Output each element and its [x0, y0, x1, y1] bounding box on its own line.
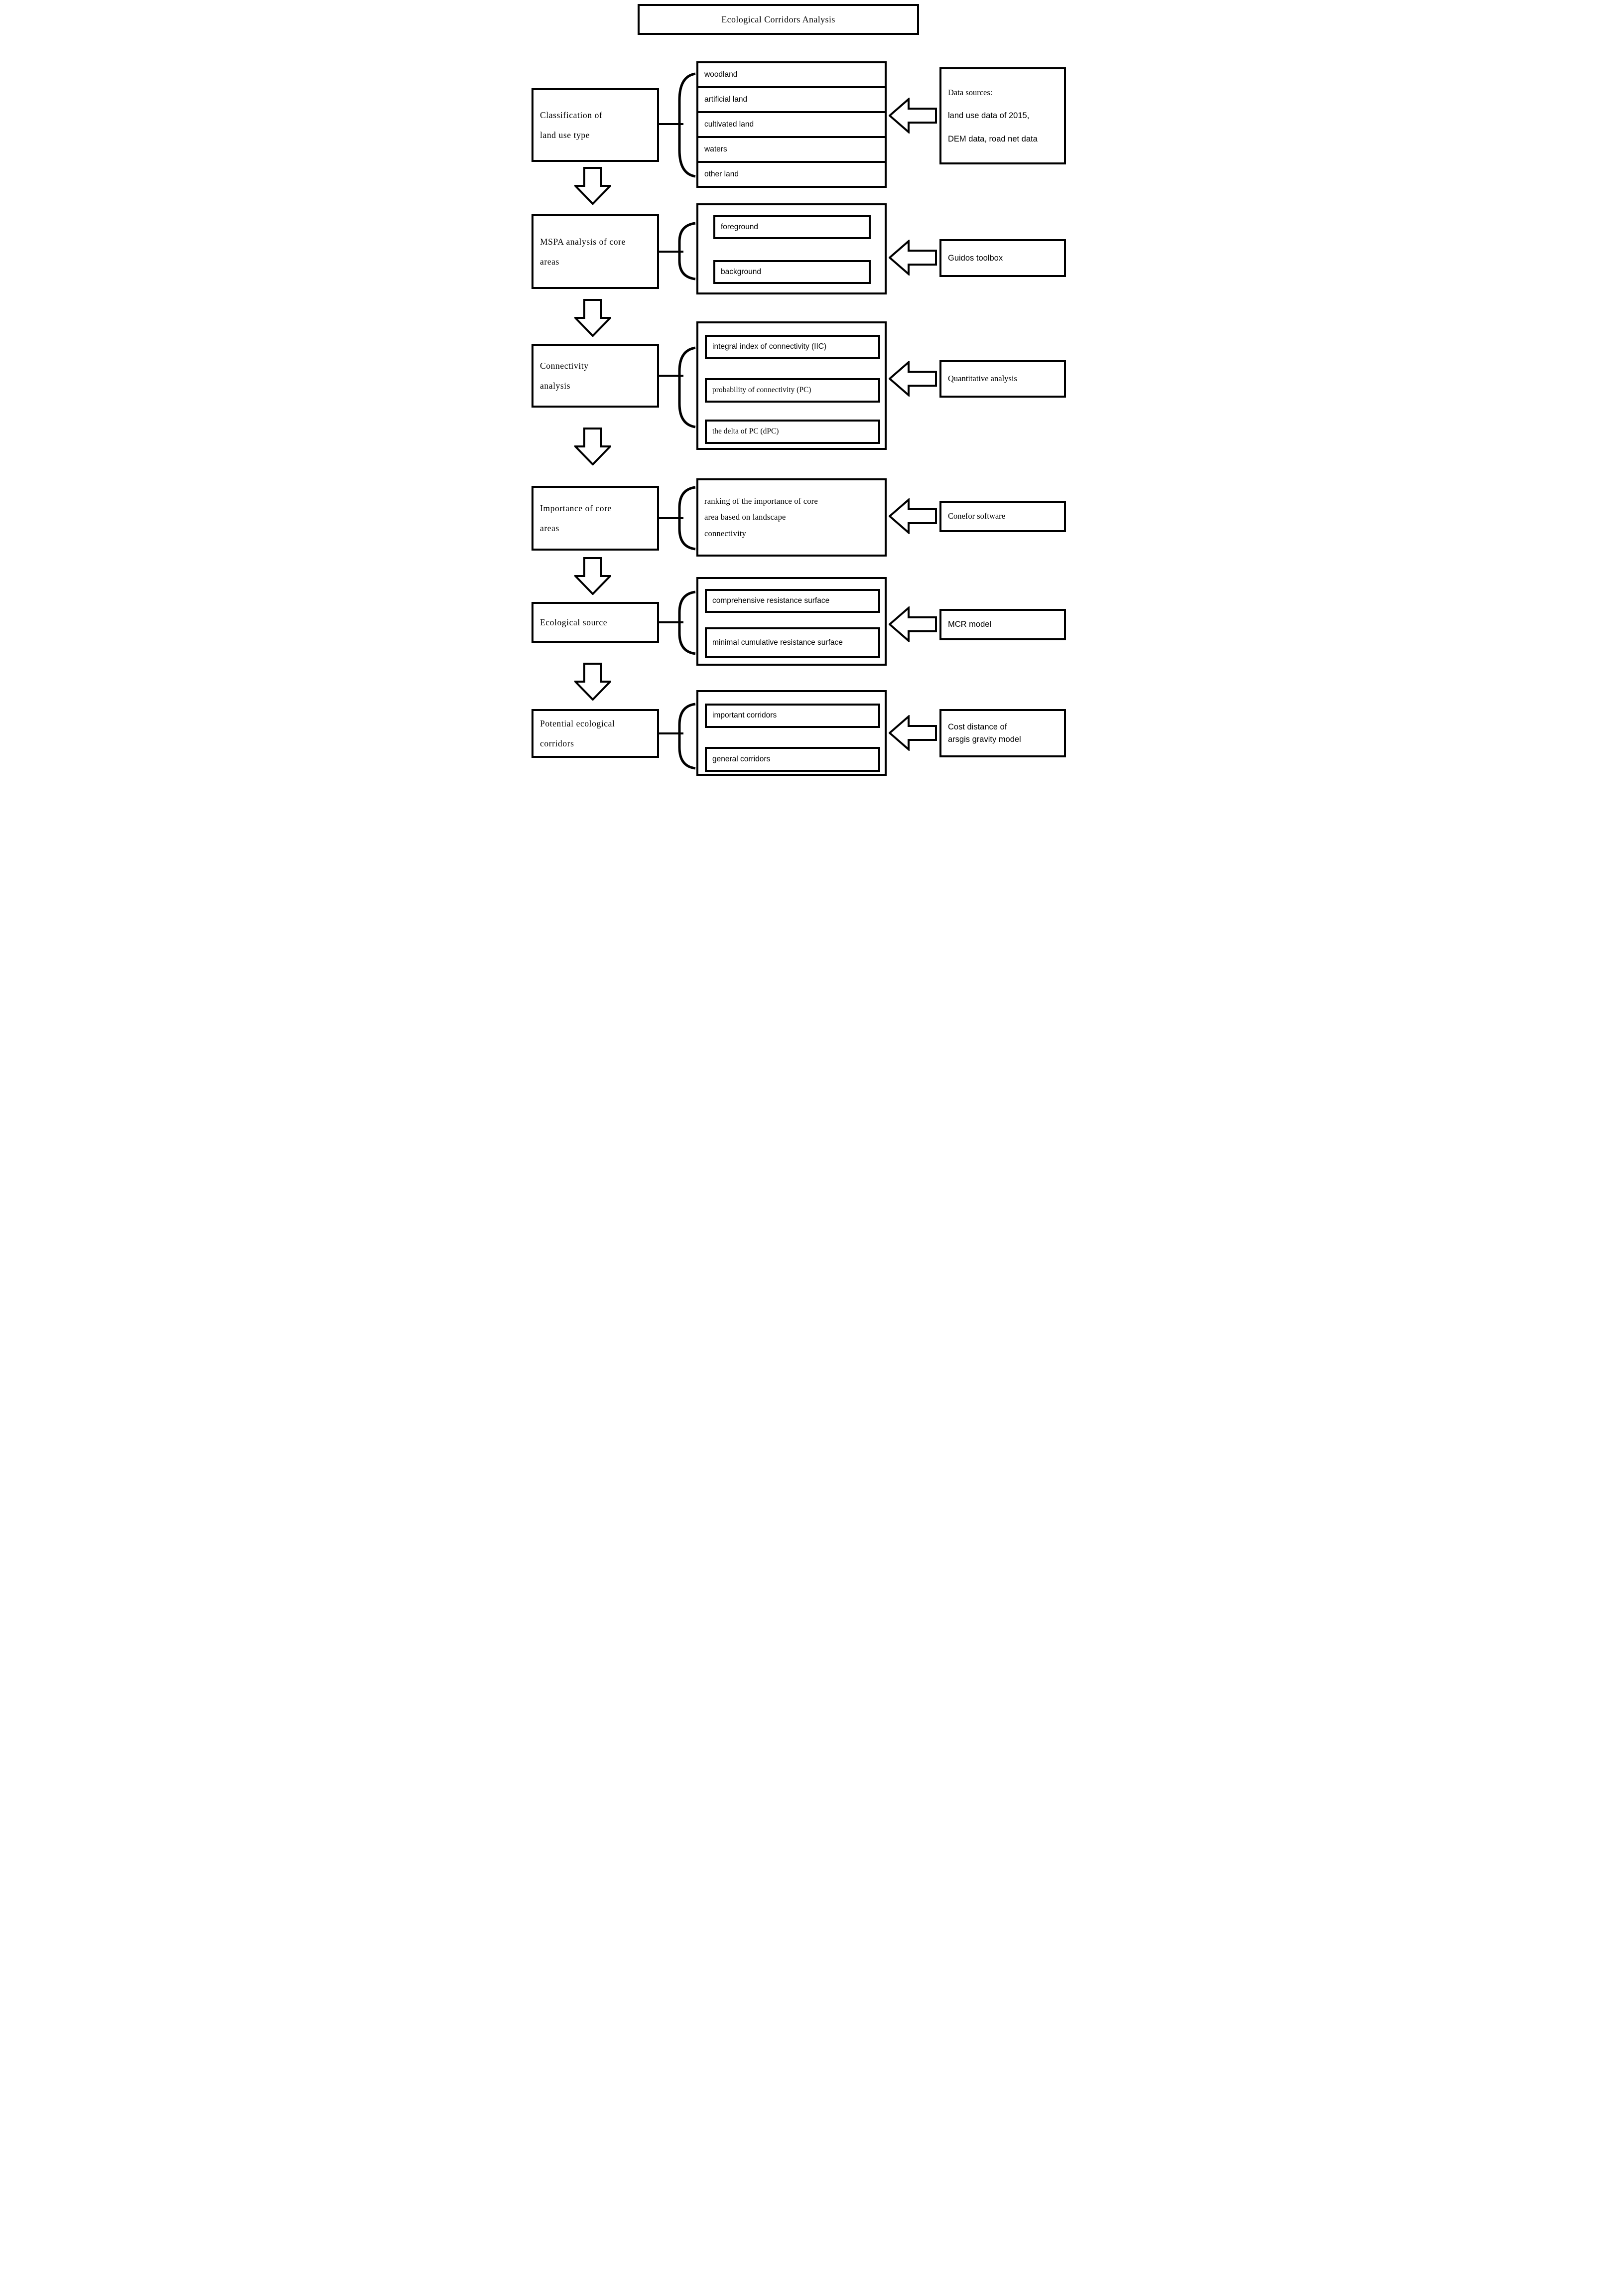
connector-line-6: [659, 732, 683, 734]
tool-box-mcr: MCR model: [939, 609, 1066, 640]
step-box-mspa: MSPA analysis of core areas: [532, 214, 659, 289]
tool-line: MCR model: [948, 620, 992, 629]
stack-item-label: waters: [704, 145, 727, 153]
brace-icon: [678, 222, 696, 281]
tool-box-cost-distance: Cost distance of arsgis gravity model: [939, 709, 1066, 757]
detail-label: minimal cumulative resistance surface: [712, 638, 843, 647]
tool-line: DEM data, road net data: [948, 135, 1038, 144]
resistance-detail-container: comprehensive resistance surface minimal…: [696, 577, 887, 666]
down-arrow-icon: [574, 167, 611, 205]
left-arrow-icon: [889, 715, 937, 751]
step-label: Ecological source: [540, 617, 608, 627]
connector-line-1: [659, 123, 683, 125]
mspa-detail-container: foreground background: [696, 203, 887, 294]
tool-line: Cost distance of arsgis gravity model: [948, 722, 1021, 744]
detail-box-important-corridors: important corridors: [705, 704, 880, 728]
step-box-ecological-source: Ecological source: [532, 602, 659, 643]
step-label: Importance of core areas: [540, 503, 612, 533]
detail-box-comprehensive-surface: comprehensive resistance surface: [705, 589, 880, 613]
tool-line: Data sources:: [948, 87, 993, 97]
brace-icon: [678, 72, 696, 178]
down-arrow-icon: [574, 299, 611, 337]
left-arrow-icon: [889, 498, 937, 534]
down-arrow-icon: [574, 557, 611, 595]
detail-label: important corridors: [712, 711, 777, 720]
detail-box-minimal-surface: minimal cumulative resistance surface: [705, 627, 880, 658]
brace-icon: [678, 703, 696, 770]
connector-line-5: [659, 621, 683, 623]
connector-line-2: [659, 251, 683, 253]
detail-label: ranking of the importance of core area b…: [704, 496, 818, 538]
left-arrow-icon: [889, 606, 937, 642]
connector-line-4: [659, 517, 683, 519]
down-arrow-icon: [574, 663, 611, 701]
tool-line: land use data of 2015,: [948, 111, 1030, 120]
step-box-potential-corridors: Potential ecological corridors: [532, 709, 659, 758]
brace-icon: [678, 486, 696, 551]
brace-icon: [678, 346, 696, 429]
tool-box-data-sources: Data sources: land use data of 2015, DEM…: [939, 67, 1066, 164]
step-label: Classification of land use type: [540, 110, 603, 140]
tool-box-quantitative: Quantitative analysis: [939, 360, 1066, 398]
left-arrow-icon: [889, 240, 937, 276]
tool-line: Conefor software: [948, 511, 1006, 521]
step-label: Connectivity analysis: [540, 360, 589, 391]
detail-box-general-corridors: general corridors: [705, 747, 880, 772]
step-box-classification: Classification of land use type: [532, 88, 659, 162]
down-arrow-icon: [574, 428, 611, 465]
step-box-connectivity: Connectivity analysis: [532, 344, 659, 408]
left-arrow-icon: [889, 361, 937, 397]
step-label: Potential ecological corridors: [540, 718, 615, 748]
detail-label: the delta of PC (dPC): [712, 427, 779, 436]
step-label: MSPA analysis of core areas: [540, 236, 626, 267]
land-use-type-stack: woodland artificial land cultivated land…: [696, 61, 887, 188]
stack-item-label: artificial land: [704, 95, 748, 104]
stack-item-woodland: woodland: [696, 61, 887, 88]
detail-label: background: [721, 267, 762, 276]
flowchart-canvas: Ecological Corridors Analysis Classifica…: [528, 0, 1069, 778]
detail-box-dpc: the delta of PC (dPC): [705, 420, 880, 444]
stack-item-other-land: other land: [696, 161, 887, 188]
stack-item-waters: waters: [696, 136, 887, 163]
connectivity-detail-container: integral index of connectivity (IIC) pro…: [696, 321, 887, 450]
tool-box-conefor: Conefor software: [939, 501, 1066, 532]
stack-item-label: other land: [704, 170, 739, 178]
detail-label: foreground: [721, 222, 758, 231]
brace-icon: [678, 590, 696, 655]
detail-label: general corridors: [712, 754, 771, 763]
stack-item-artificial-land: artificial land: [696, 86, 887, 113]
detail-box-iic: integral index of connectivity (IIC): [705, 335, 880, 359]
detail-box-background: background: [713, 260, 871, 284]
stack-item-label: woodland: [704, 70, 738, 79]
tool-line: Guidos toolbox: [948, 253, 1003, 263]
detail-box-foreground: foreground: [713, 215, 871, 239]
ranking-detail-box: ranking of the importance of core area b…: [696, 478, 887, 557]
tool-box-guidos: Guidos toolbox: [939, 239, 1066, 277]
detail-label: probability of connectivity (PC): [712, 386, 811, 395]
page-title-text: Ecological Corridors Analysis: [721, 14, 835, 24]
detail-box-pc: probability of connectivity (PC): [705, 378, 880, 403]
stack-item-label: cultivated land: [704, 120, 754, 129]
stack-item-cultivated-land: cultivated land: [696, 111, 887, 138]
page-title: Ecological Corridors Analysis: [638, 4, 919, 35]
detail-label: comprehensive resistance surface: [712, 596, 830, 605]
detail-label: integral index of connectivity (IIC): [712, 342, 827, 351]
step-box-importance: Importance of core areas: [532, 486, 659, 551]
connector-line-3: [659, 375, 683, 377]
tool-line: Quantitative analysis: [948, 374, 1017, 384]
corridors-detail-container: important corridors general corridors: [696, 690, 887, 776]
left-arrow-icon: [889, 98, 937, 134]
